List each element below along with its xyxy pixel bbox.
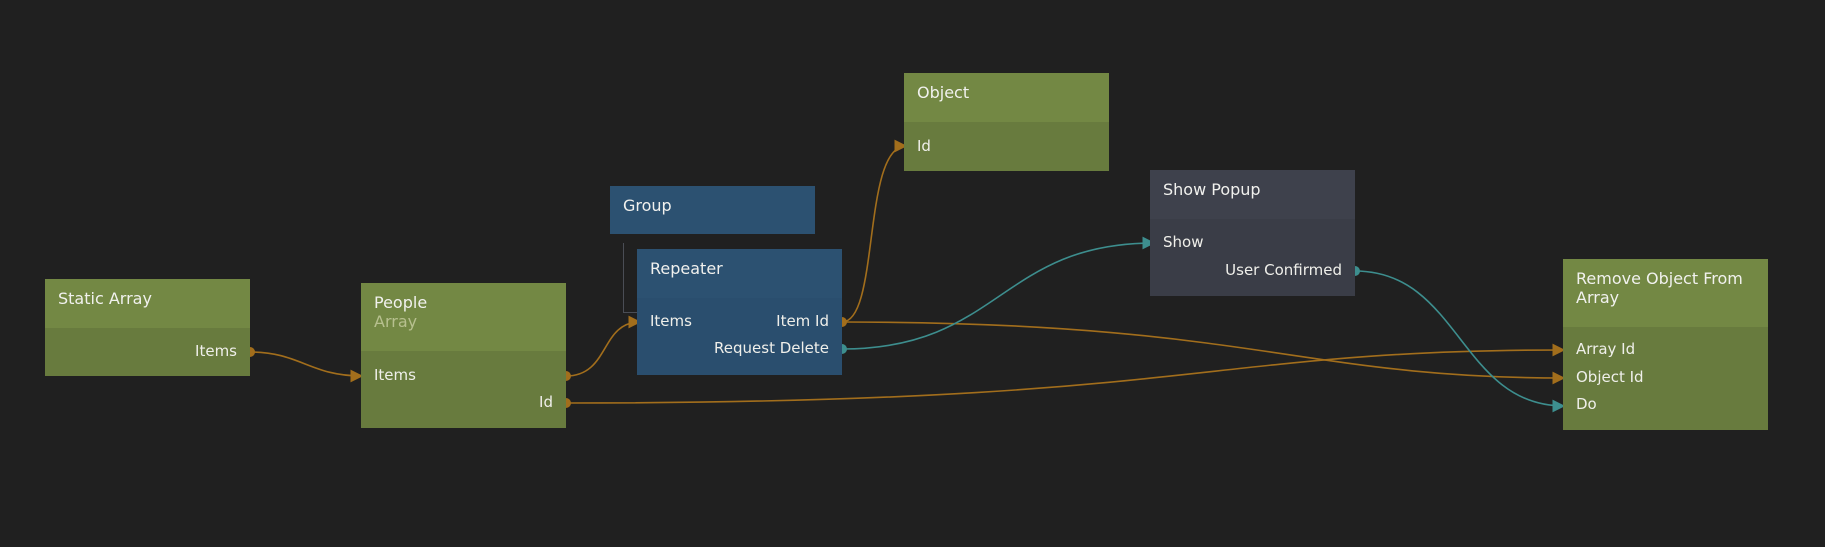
port-label-array-id-in[interactable]: Array Id [1576,340,1636,358]
node-header: Object [904,73,1109,122]
node-object[interactable]: Object Id [904,73,1109,171]
node-header: Group [610,186,815,234]
node-title: Remove Object From Array [1576,269,1743,307]
port-label-items-in[interactable]: Items [374,366,416,384]
port-label-user-confirmed-out[interactable]: User Confirmed [1225,261,1342,279]
node-body: Items Id [361,351,566,428]
node-header: Static Array [45,279,250,328]
wire-static-array-to-people[interactable] [249,351,364,383]
wire-show-popup-to-remove-do[interactable] [1354,270,1566,413]
node-group[interactable]: Group [610,186,815,234]
node-body: Id [904,122,1109,171]
node-header: Repeater [637,249,842,298]
node-people[interactable]: People Array Items Id [361,283,566,428]
wire-repeater-to-show-popup[interactable] [841,236,1156,350]
wire-repeater-to-remove-object-id[interactable] [841,321,1566,385]
group-hierarchy-line [623,312,637,313]
node-title: People [374,293,428,312]
node-title: Object [917,83,970,102]
group-hierarchy-line [623,243,624,313]
node-show-popup[interactable]: Show Popup Show User Confirmed [1150,170,1355,296]
port-label-items-out[interactable]: Items [195,342,237,360]
node-header: People Array [361,283,566,351]
node-title: Group [623,196,672,215]
port-label-do-in[interactable]: Do [1576,395,1597,413]
node-header: Show Popup [1150,170,1355,219]
node-title: Repeater [650,259,723,278]
node-title: Show Popup [1163,180,1261,199]
wire-repeater-to-object[interactable] [841,139,908,323]
node-body: Items Item Id Request Delete [637,298,842,375]
port-label-id-in[interactable]: Id [917,137,931,155]
port-label-items-in[interactable]: Items [650,312,692,330]
port-label-request-delete-out[interactable]: Request Delete [714,339,829,357]
port-label-object-id-in[interactable]: Object Id [1576,368,1644,386]
node-static-array[interactable]: Static Array Items [45,279,250,376]
node-remove-object-from-array[interactable]: Remove Object From Array Array Id Object… [1563,259,1768,430]
port-label-item-id-out[interactable]: Item Id [776,312,829,330]
node-body: Items [45,328,250,376]
wire-people-to-repeater[interactable] [565,315,642,377]
node-title: Static Array [58,289,152,308]
node-header: Remove Object From Array [1563,259,1768,327]
node-subtitle: Array [374,312,418,331]
port-label-show-in[interactable]: Show [1163,233,1204,251]
port-label-id-out[interactable]: Id [539,393,553,411]
node-body: Array Id Object Id Do [1563,327,1768,430]
node-repeater[interactable]: Repeater Items Item Id Request Delete [637,249,842,375]
node-body: Show User Confirmed [1150,219,1355,296]
